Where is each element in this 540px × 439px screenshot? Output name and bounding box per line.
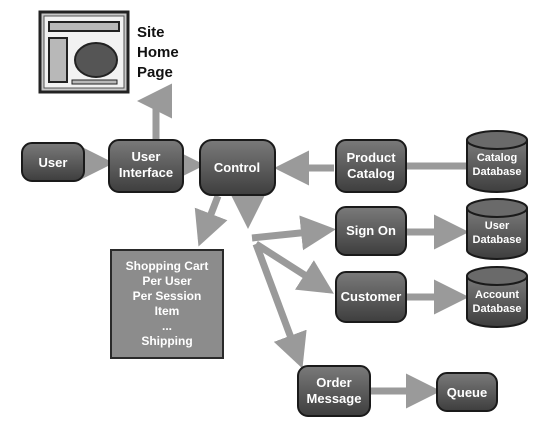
node-product-catalog-line-2: Catalog	[347, 166, 395, 181]
node-order-message-line-2: Message	[307, 391, 362, 406]
arrow-control-to-session	[194, 194, 228, 247]
session-store-line-1: Shopping Cart	[126, 259, 209, 273]
node-product-catalog: Product Catalog	[335, 139, 407, 193]
site-home-page-label: Site Home Page	[137, 24, 179, 81]
database-user-line-1: User	[485, 220, 510, 232]
database-catalog-line-2: Database	[473, 166, 522, 178]
session-store-line-6: Shipping	[141, 334, 192, 348]
node-sign-on-label: Sign On	[346, 223, 396, 238]
database-account-line-1: Account	[475, 289, 519, 301]
session-store-line-3: Per Session	[133, 289, 202, 303]
site-home-line-3: Page	[137, 64, 173, 81]
node-customer: Customer	[335, 271, 407, 323]
node-order-message-line-1: Order	[316, 375, 351, 390]
node-control-label: Control	[214, 160, 260, 175]
node-queue: Queue	[436, 372, 498, 412]
node-user-label: User	[39, 155, 68, 170]
arrow-to-order-message	[252, 242, 307, 369]
database-user-line-2: Database	[473, 234, 522, 246]
database-catalog: Catalog Database	[466, 130, 528, 193]
session-store: Shopping Cart Per User Per Session Item …	[110, 249, 224, 359]
node-user-interface-line-2: Interface	[119, 165, 173, 180]
database-account-line-2: Database	[473, 303, 522, 315]
arrow-ui-to-site-home	[137, 83, 172, 140]
database-user: User Database	[466, 198, 528, 260]
database-catalog-line-1: Catalog	[477, 152, 517, 164]
node-user: User	[21, 142, 85, 182]
arrow-to-customer	[254, 241, 334, 294]
node-control: Control	[199, 139, 276, 196]
node-order-message: Order Message	[297, 365, 371, 417]
site-home-line-2: Home	[137, 44, 179, 61]
session-store-line-5: ...	[162, 319, 172, 333]
session-store-line-4: Item	[155, 304, 180, 318]
site-home-line-1: Site	[137, 24, 165, 41]
node-product-catalog-line-1: Product	[346, 150, 396, 165]
database-account: Account Database	[466, 266, 528, 328]
node-customer-label: Customer	[341, 289, 402, 304]
connectors	[79, 83, 469, 409]
session-store-line-2: Per User	[142, 274, 192, 288]
site-home-page-icon	[38, 10, 130, 94]
arrow-to-sign-on	[251, 215, 336, 251]
node-queue-label: Queue	[447, 385, 487, 400]
node-user-interface: User Interface	[108, 139, 184, 193]
node-user-interface-line-1: User	[132, 149, 161, 164]
node-sign-on: Sign On	[335, 206, 407, 256]
